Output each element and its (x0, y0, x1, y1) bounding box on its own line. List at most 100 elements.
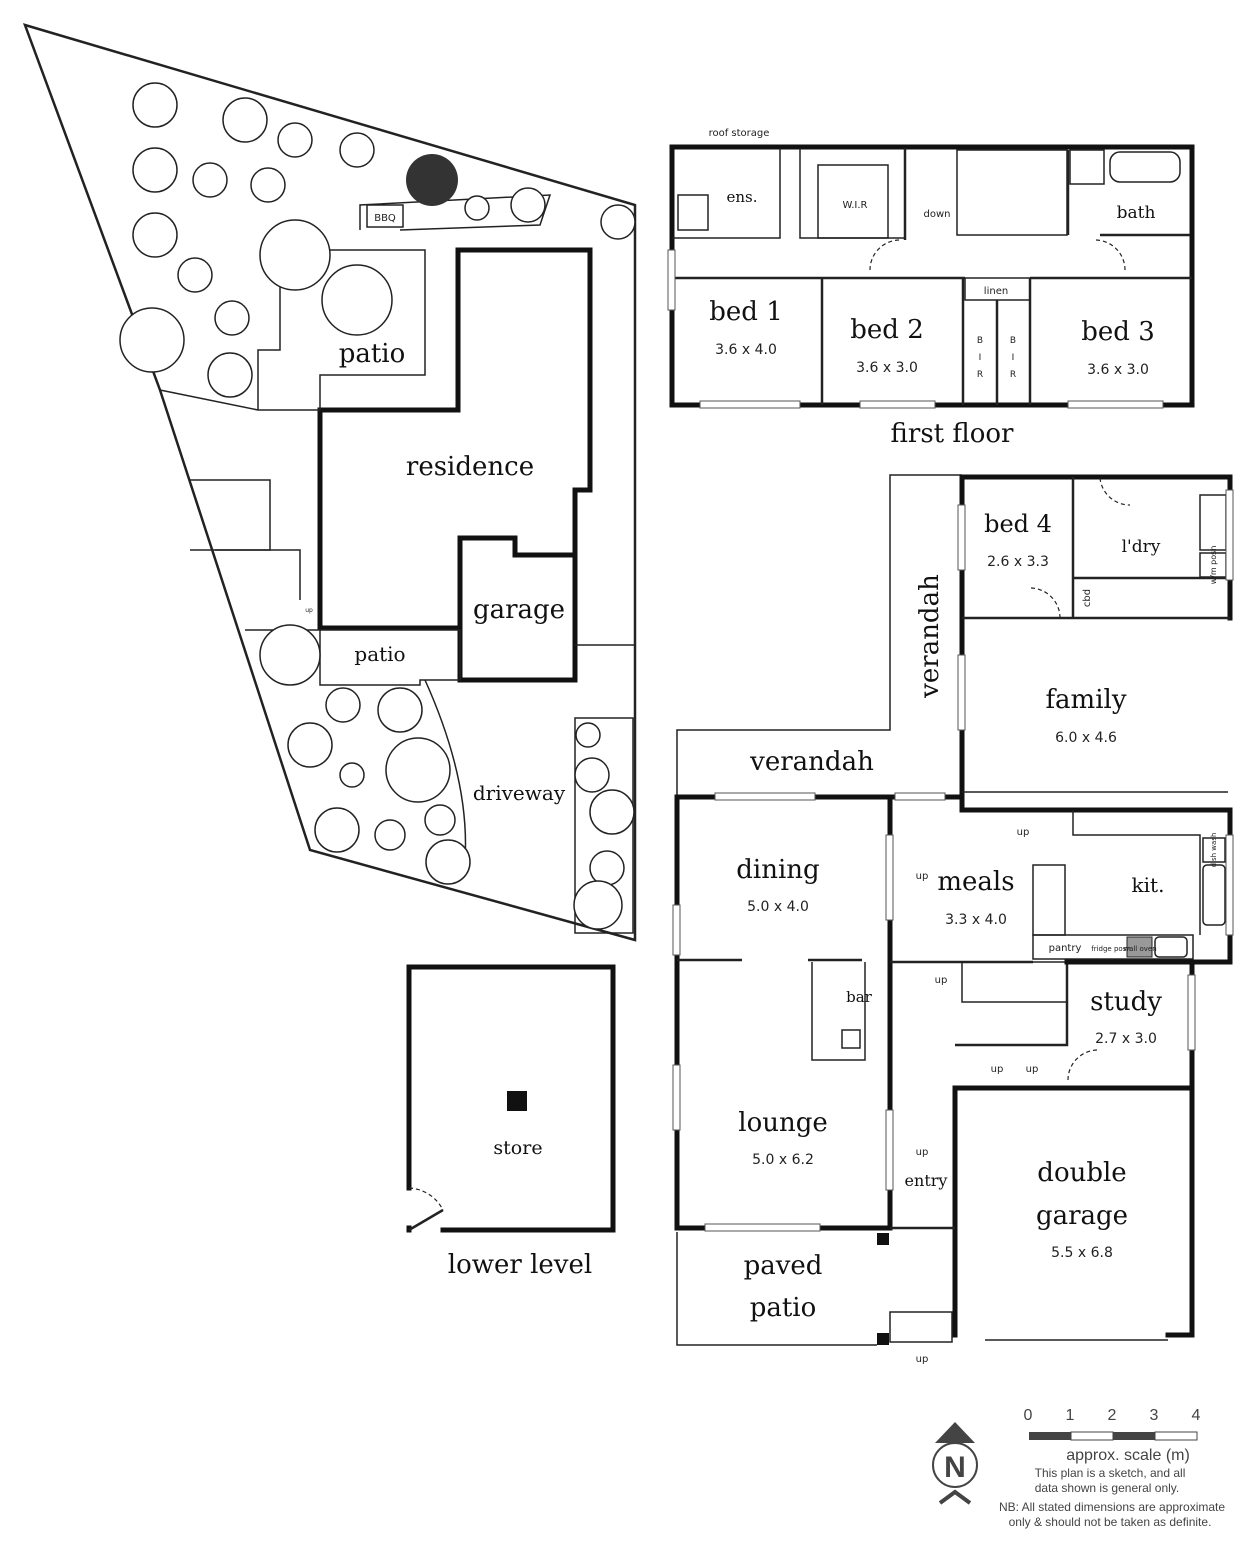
site-patio-side-label: patio (354, 642, 405, 666)
bar-sink (841, 1029, 861, 1049)
roof-storage-label: roof storage (709, 128, 770, 139)
down-label: down (924, 209, 951, 220)
verandah-horizontal-label: verandah (749, 747, 874, 777)
double-garage-dims: 5.5 x 6.8 (1051, 1245, 1113, 1261)
tree-icon (259, 219, 331, 291)
bed3-label: bed 3 (1081, 317, 1154, 347)
north-letter: N (944, 1451, 966, 1484)
window (714, 792, 816, 801)
tree-icon (207, 352, 253, 398)
tree-icon (325, 687, 361, 723)
north-arrow-icon: N (932, 1422, 978, 1505)
tree-icon (222, 97, 268, 143)
tree-icon (287, 722, 333, 768)
sink-icon (1202, 864, 1226, 926)
up-label: up (916, 871, 929, 882)
post (877, 1333, 889, 1345)
ensuite-label: ens. (726, 188, 757, 206)
up-label: up (1026, 1064, 1039, 1075)
legend: N 0 1 2 3 4 approx. scale (m) This plan … (932, 1407, 1225, 1529)
nb-line: only & should not be taken as definite. (1009, 1515, 1212, 1529)
tree-icon (339, 762, 365, 788)
tree-icon (132, 147, 178, 193)
tree-icon (589, 850, 625, 886)
dining-dims: 5.0 x 4.0 (747, 899, 809, 915)
bir-letter: I (979, 353, 982, 363)
tree-icon (385, 737, 451, 803)
wir-label: W.I.R (843, 200, 868, 211)
shower-icon (677, 194, 709, 231)
up-label: up (916, 1147, 929, 1158)
site-up-label: up (305, 607, 313, 614)
bbq-label: BBQ (374, 213, 396, 224)
ground-floor-plan: bed 4 2.6 x 3.3 l'dry cbd w/m posn veran… (672, 474, 1234, 1365)
family-label: family (1045, 685, 1126, 715)
cbd-label: cbd (1082, 589, 1093, 607)
dishwash-label: dish wash (1210, 833, 1218, 868)
tree-icon (377, 687, 423, 733)
scale-tick: 3 (1150, 1407, 1159, 1424)
paved-patio-label: paved (744, 1251, 823, 1281)
tree-icon (424, 804, 456, 836)
window (1225, 834, 1234, 936)
wall-oven-label: wall oven (1123, 945, 1156, 953)
bir-letter: I (1012, 353, 1015, 363)
tree-icon (573, 880, 623, 930)
driveway-garden (574, 717, 634, 934)
nb-line: NB: All stated dimensions are approximat… (999, 1500, 1225, 1514)
trees (119, 82, 636, 930)
boundary-line (159, 389, 259, 411)
bed2-label: bed 2 (850, 315, 923, 345)
tree-icon (425, 839, 471, 885)
double-garage-label-2: garage (1036, 1201, 1128, 1231)
side-steps (215, 549, 301, 600)
linen-label: linen (984, 286, 1008, 297)
tree-icon (510, 187, 546, 223)
bir-letter: R (977, 370, 983, 380)
window (672, 904, 681, 956)
window (885, 834, 894, 921)
meals-dims: 3.3 x 4.0 (945, 912, 1007, 928)
pantry-bench (1032, 934, 1194, 960)
bar-counter (811, 962, 866, 1061)
scale-bar (1029, 1431, 1198, 1441)
window (699, 400, 801, 409)
double-garage-label: double (1037, 1158, 1126, 1188)
tree-icon (132, 212, 178, 258)
study-dims: 2.7 x 3.0 (1095, 1031, 1157, 1047)
up-label: up (916, 1354, 929, 1365)
wm-posn-label: w/m posn (1209, 546, 1218, 585)
lounge-label: lounge (738, 1108, 828, 1138)
linen-cupboard (964, 277, 1031, 301)
laundry-label: l'dry (1122, 537, 1161, 557)
paved-patio-label-2: patio (750, 1293, 817, 1323)
door-swing (869, 239, 901, 271)
study-wall (1064, 959, 1195, 1088)
window (859, 400, 936, 409)
window (667, 249, 676, 311)
entry-label: entry (905, 1171, 948, 1190)
site-garage-label: garage (473, 595, 565, 625)
stairs (961, 961, 1068, 1003)
kitchen-wall (959, 797, 1233, 965)
family-dims: 6.0 x 4.6 (1055, 730, 1117, 746)
ensuite-wall (672, 148, 781, 239)
tree-icon (339, 132, 375, 168)
tree-icon (277, 122, 313, 158)
tree-icon (314, 807, 360, 853)
store-label: store (493, 1137, 542, 1159)
tree-icon (406, 154, 458, 206)
scale-label: approx. scale (m) (1066, 1447, 1190, 1464)
bbq-counter (359, 194, 552, 231)
up-label: up (1017, 827, 1030, 838)
window (672, 1064, 681, 1131)
garage-wall (952, 1085, 1195, 1338)
door-swing (1029, 587, 1061, 619)
site-residence-label: residence (406, 452, 534, 482)
kitchen-label: kit. (1132, 873, 1165, 897)
tree-icon (321, 264, 393, 336)
bir-letter: R (1010, 370, 1016, 380)
wall (955, 962, 1069, 1047)
window (957, 504, 966, 571)
